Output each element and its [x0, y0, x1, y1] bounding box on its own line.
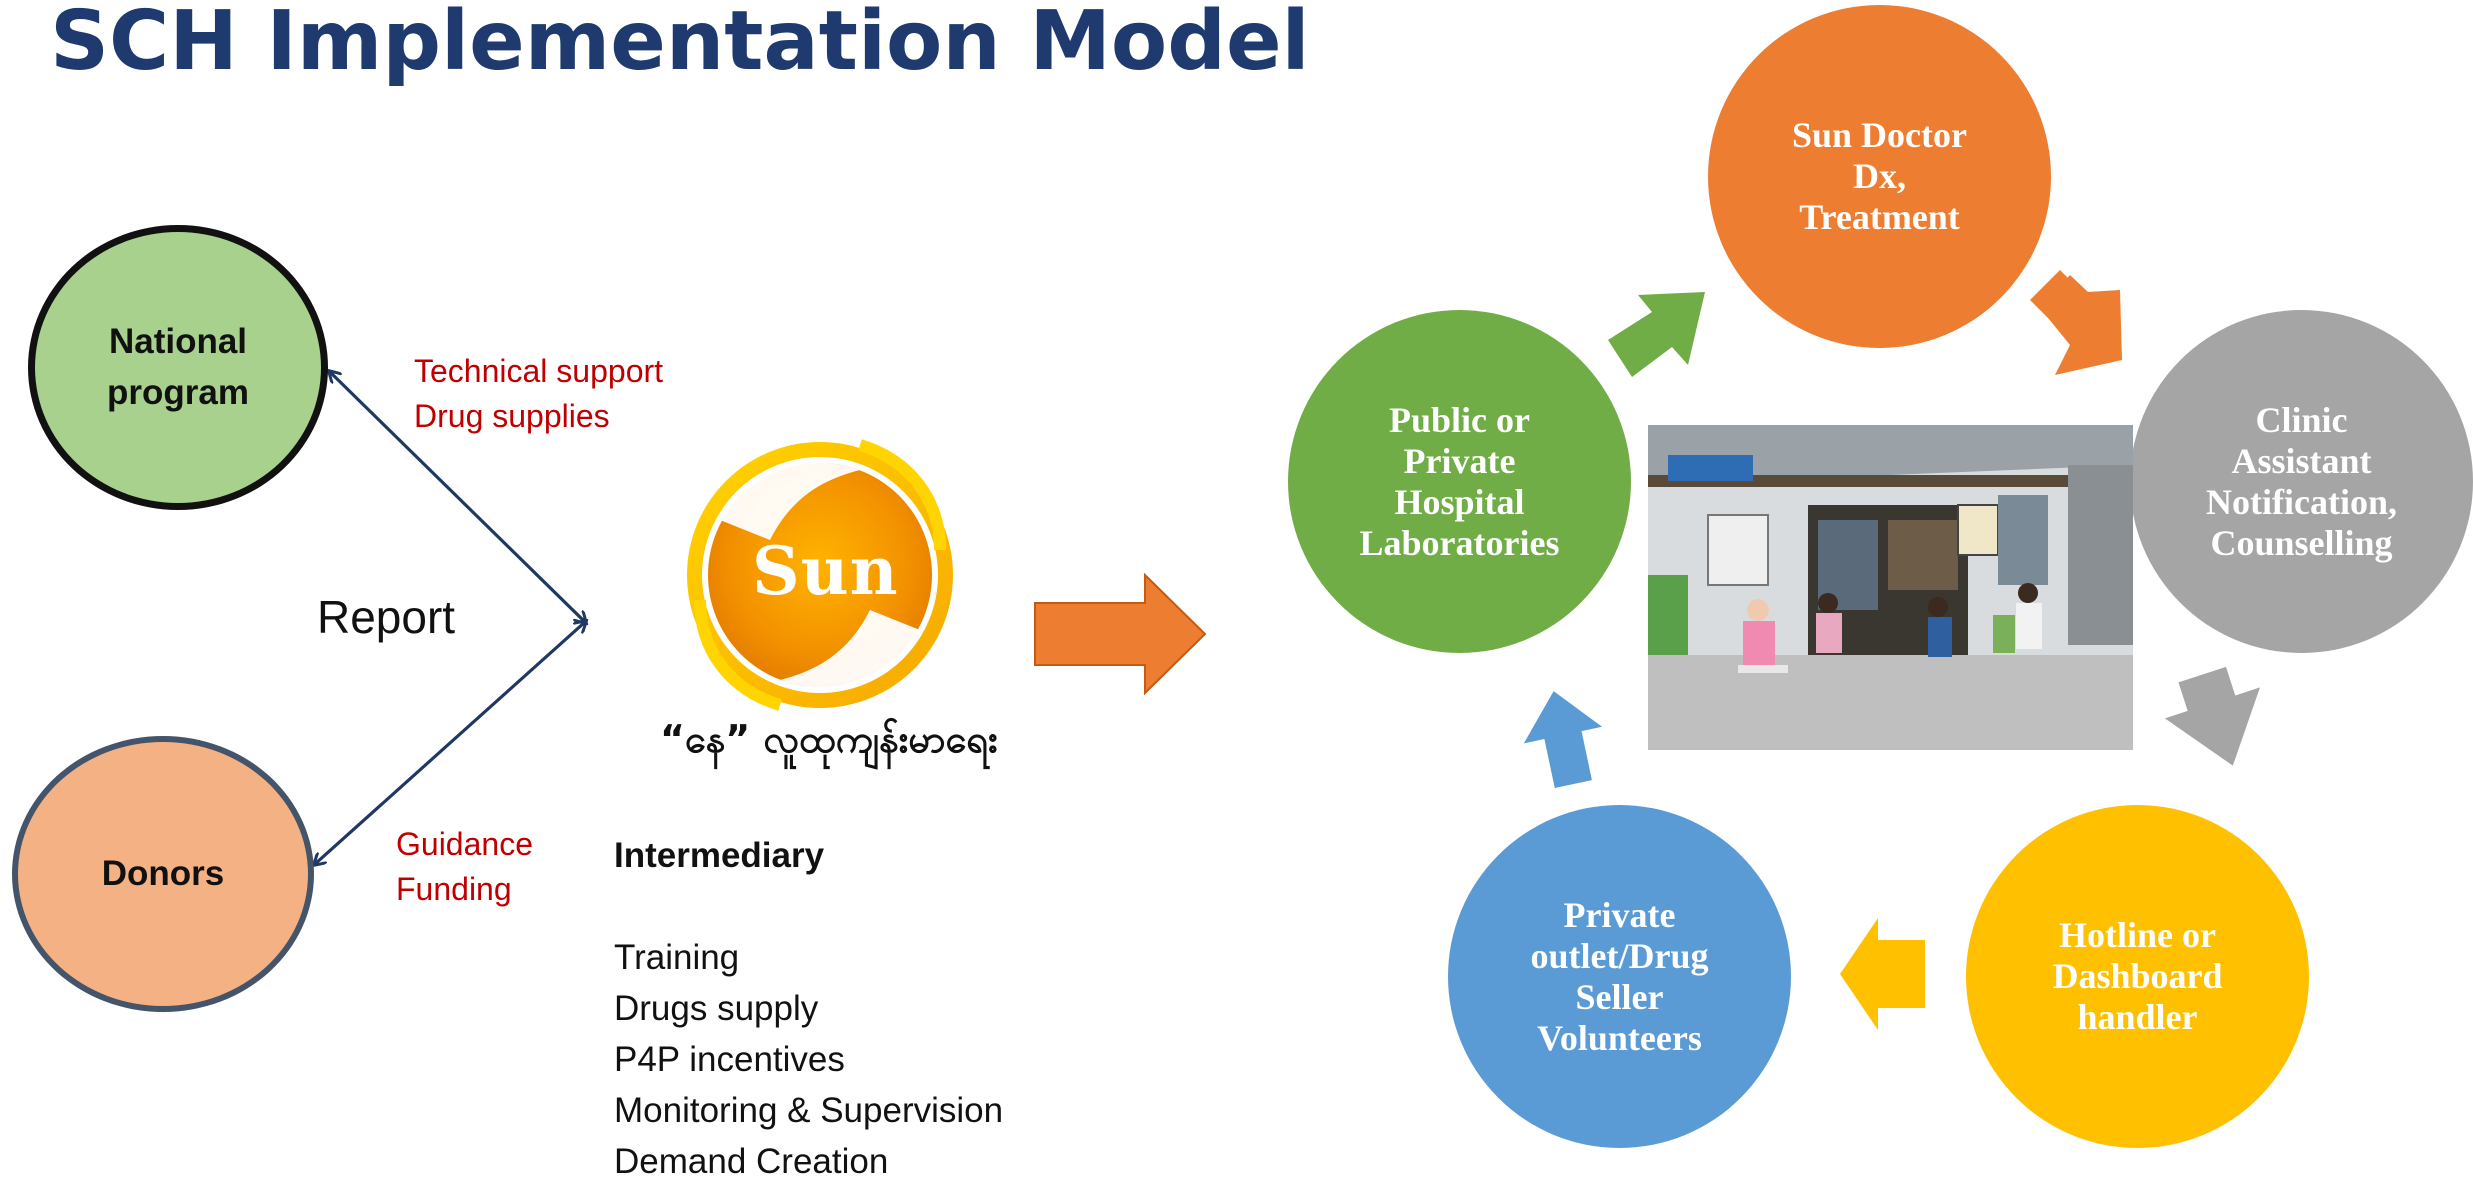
intermediary-list: Intermediary Training Drugs supply P4P i…	[614, 830, 1003, 1187]
list-item: P4P incentives	[614, 1040, 845, 1079]
clinic-assistant-circle: Clinic Assistant Notification, Counselli…	[2130, 310, 2473, 653]
funding-text: Funding	[396, 871, 512, 907]
page-title: SCH Implementation Model	[50, 0, 1310, 89]
sun-logo-word: Sun	[752, 532, 899, 610]
list-item: Monitoring & Supervision	[614, 1091, 1004, 1130]
guidance-text: Guidance	[396, 826, 533, 862]
hotline-circle: Hotline or Dashboard handler	[1966, 805, 2309, 1148]
list-item: Demand Creation	[614, 1142, 889, 1181]
list-item: Training	[614, 938, 740, 977]
drug-supplies-text: Drug supplies	[414, 398, 610, 434]
national-program-label: National program	[107, 321, 249, 412]
cycle-arrow-gray	[2164, 666, 2260, 766]
intermediary-heading: Intermediary	[614, 836, 825, 875]
clinic-assistant-sub: Notification, Counselling	[2206, 481, 2397, 563]
donors-circle: Donors	[12, 736, 314, 1012]
private-outlet-circle: Private outlet/Drug Seller Volunteers	[1448, 805, 1791, 1148]
clinic-assistant-title: Clinic Assistant	[2231, 399, 2372, 481]
cycle-arrow-blue	[1523, 691, 1603, 788]
clinic-photo	[1648, 425, 2133, 750]
public-hospital-circle: Public or Private Hospital Laboratories	[1288, 310, 1631, 653]
logo-myanmar-caption: “နေ” လူထုကျန်းမာရေး	[660, 717, 998, 761]
arrow-national-to-junction	[328, 370, 585, 622]
hotline-title: Hotline or Dashboard handler	[2052, 915, 2223, 1037]
support-labels: Technical support Drug supplies	[414, 349, 663, 439]
technical-support-text: Technical support	[414, 353, 664, 389]
private-outlet-title: Private outlet/Drug Seller	[1530, 894, 1709, 1017]
big-flow-arrow	[1034, 572, 1207, 696]
national-program-circle: National program	[28, 225, 328, 510]
public-hospital-sub: Laboratories	[1359, 522, 1560, 563]
arrow-donors-to-junction	[313, 622, 585, 866]
sun-doctor-sub: Dx, Treatment	[1799, 156, 1960, 237]
sun-doctor-title: Sun Doctor	[1791, 115, 1967, 155]
sun-doctor-circle: Sun Doctor Dx, Treatment	[1708, 5, 2051, 348]
donors-label: Donors	[101, 853, 225, 893]
list-item: Drugs supply	[614, 989, 819, 1028]
cycle-arrow-green	[1608, 292, 1705, 377]
cycle-arrow-orange	[2030, 270, 2122, 375]
cycle-arrow-yellow	[1840, 918, 1925, 1030]
private-outlet-sub: Volunteers	[1537, 1017, 1702, 1058]
guidance-labels: Guidance Funding	[396, 822, 533, 912]
public-hospital-title: Public or Private Hospital	[1389, 399, 1530, 522]
report-label: Report	[317, 591, 456, 643]
